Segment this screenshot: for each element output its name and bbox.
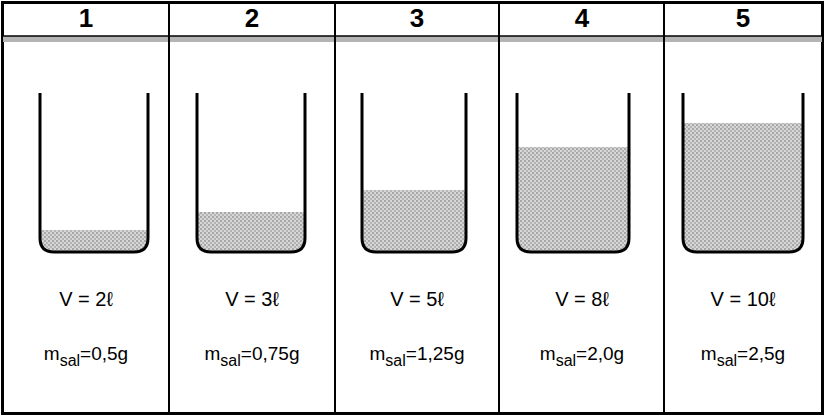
header-cell: 5 [736, 3, 750, 34]
header-line [3, 35, 822, 37]
mass-cell: msal=0,5g [44, 343, 128, 365]
mass-cell: msal=2,0g [540, 343, 624, 365]
mass-subscript: sal [220, 352, 240, 369]
header-cell: 1 [79, 3, 93, 34]
mass-value: =0,5g [80, 343, 128, 364]
mass-cell: msal=1,25g [370, 343, 465, 365]
column-number: 4 [575, 3, 589, 33]
header-cell: 3 [410, 3, 424, 34]
mass-symbol: m [540, 343, 556, 364]
volume-cell: V = 5ℓ [390, 288, 444, 311]
mass-subscript: sal [385, 352, 405, 369]
volume-label: V = 3ℓ [225, 288, 279, 310]
column-lines [169, 2, 664, 414]
beaker-liquids [40, 123, 803, 252]
mass-symbol: m [701, 343, 717, 364]
table-border [3, 3, 823, 414]
column-number: 2 [245, 3, 259, 33]
header-band [3, 36, 822, 42]
column-number: 3 [410, 3, 424, 33]
volume-label: V = 8ℓ [555, 288, 609, 310]
mass-value: =2,5g [737, 343, 785, 364]
mass-symbol: m [44, 343, 60, 364]
mass-value: =2,0g [576, 343, 624, 364]
mass-cell: msal=2,5g [701, 343, 785, 365]
volume-cell: V = 2ℓ [59, 288, 113, 311]
header-cell: 4 [575, 3, 589, 34]
volume-label: V = 5ℓ [390, 288, 444, 310]
beaker-outlines [40, 93, 803, 252]
header-cell: 2 [245, 3, 259, 34]
mass-subscript: sal [556, 352, 576, 369]
mass-symbol: m [370, 343, 386, 364]
column-number: 5 [736, 3, 750, 33]
volume-cell: V = 8ℓ [555, 288, 609, 311]
mass-symbol: m [205, 343, 221, 364]
mass-value: =1,25g [406, 343, 465, 364]
mass-subscript: sal [60, 352, 80, 369]
volume-cell: V = 3ℓ [225, 288, 279, 311]
mass-cell: msal=0,75g [205, 343, 300, 365]
volume-label: V = 10ℓ [711, 288, 776, 310]
mass-subscript: sal [717, 352, 737, 369]
mass-value: =0,75g [241, 343, 300, 364]
volume-cell: V = 10ℓ [711, 288, 776, 311]
volume-label: V = 2ℓ [59, 288, 113, 310]
column-number: 1 [79, 3, 93, 33]
